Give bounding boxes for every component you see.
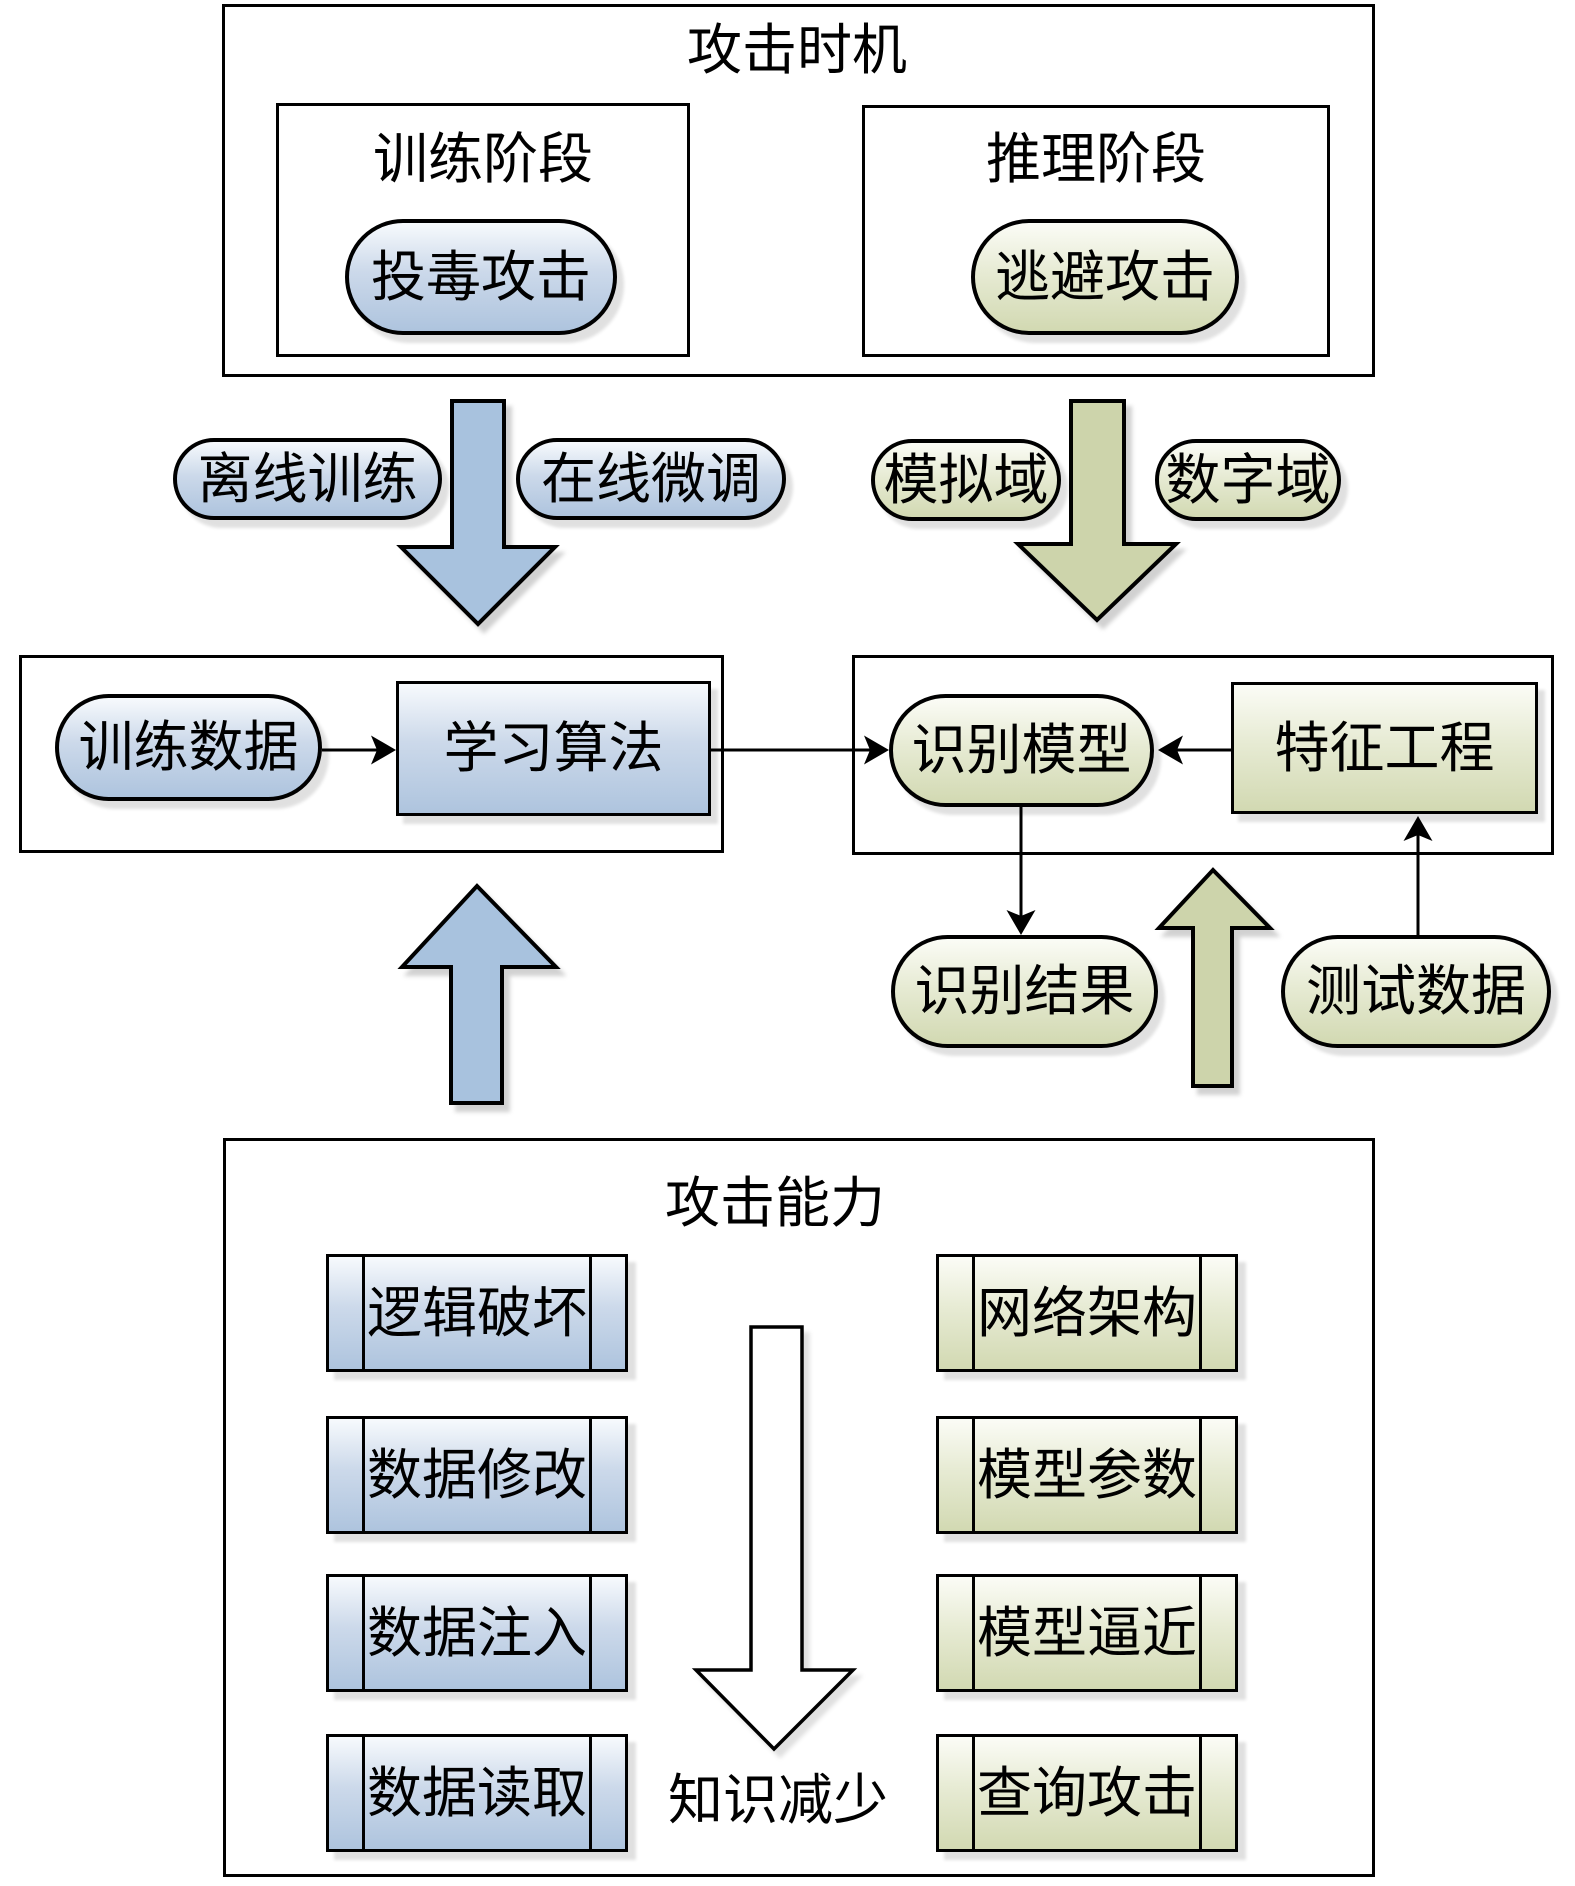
arrowhead-to-model-left [864,735,889,765]
node-poisoning-attack: 投毒攻击 [345,219,617,335]
node-recognition-model-label: 识别模型 [911,720,1132,781]
node-test-data: 测试数据 [1281,935,1551,1048]
bar-logic-corruption-label: 逻辑破坏 [366,1282,587,1344]
node-digital-domain-label: 数字域 [1165,449,1331,511]
node-offline-training-label: 离线训练 [197,448,418,510]
bar-model-approximation: 模型逼近 [936,1574,1238,1692]
inference-phase-title: 推理阶段 [985,129,1206,190]
bar-data-reading: 数据读取 [326,1734,628,1852]
arrowhead-to-algorithm [371,735,396,765]
node-online-finetuning-label: 在线微调 [540,448,761,510]
node-training-data: 训练数据 [55,694,322,801]
arrowhead-to-feature [1403,816,1433,841]
attack-timing-title: 攻击时机 [686,20,907,81]
node-learning-algorithm: 学习算法 [396,681,711,816]
node-recognition-result: 识别结果 [891,935,1158,1048]
attack-capability-title: 攻击能力 [664,1173,885,1234]
inference-down-arrow [1013,399,1181,623]
bar-data-modification: 数据修改 [326,1416,628,1534]
bar-logic-corruption: 逻辑破坏 [326,1254,628,1372]
knowledge-decrease-arrow [691,1325,858,1752]
node-training-data-label: 训练数据 [78,717,299,778]
node-recognition-model: 识别模型 [889,694,1154,807]
node-simulation-domain: 模拟域 [871,439,1061,521]
node-feature-engineering-label: 特征工程 [1274,717,1495,779]
connectors [322,748,1420,935]
node-offline-training: 离线训练 [173,438,442,520]
node-learning-algorithm-label: 学习算法 [443,718,664,779]
bar-model-parameters: 模型参数 [936,1416,1238,1534]
arrowhead-to-model-right [1158,735,1183,765]
recognition-up-arrow [1154,867,1275,1088]
training-phase-title: 训练阶段 [372,129,593,190]
node-test-data-label: 测试数据 [1305,961,1526,1022]
bar-model-parameters-label: 模型参数 [976,1444,1197,1506]
node-feature-engineering: 特征工程 [1231,682,1538,814]
bar-query-attack: 查询攻击 [936,1734,1238,1852]
bar-query-attack-label: 查询攻击 [976,1762,1197,1824]
bar-network-architecture-label: 网络架构 [976,1282,1197,1344]
training-down-arrow [396,399,560,627]
bar-model-approximation-label: 模型逼近 [976,1602,1197,1664]
bar-network-architecture: 网络架构 [936,1254,1238,1372]
node-digital-domain: 数字域 [1155,439,1341,521]
bar-data-reading-label: 数据读取 [366,1762,587,1824]
arrowhead-to-result [1006,910,1036,935]
arrowheads [371,735,1433,935]
node-simulation-domain-label: 模拟域 [883,449,1049,511]
node-online-finetuning: 在线微调 [516,438,786,520]
knowledge-axis-label: 知识减少 [667,1770,888,1831]
bar-data-modification-label: 数据修改 [366,1444,587,1506]
node-recognition-result-label: 识别结果 [914,961,1135,1022]
node-evasion-attack-label: 逃避攻击 [994,246,1215,308]
bar-data-injection-label: 数据注入 [366,1602,587,1664]
node-poisoning-attack-label: 投毒攻击 [370,246,591,308]
node-evasion-attack: 逃避攻击 [971,219,1239,335]
bar-data-injection: 数据注入 [326,1574,628,1692]
capability-to-training-up-arrow [397,883,561,1105]
